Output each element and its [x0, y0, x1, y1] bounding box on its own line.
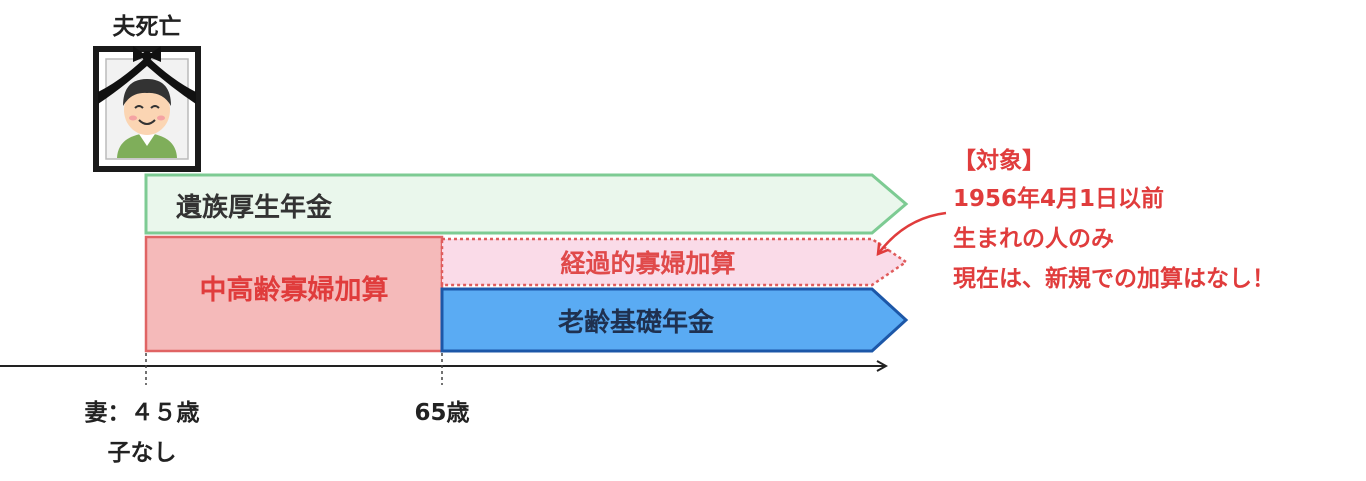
transitional-addition-label: 経過的寡婦加算: [560, 249, 735, 278]
transitional-addition-bar: [440, 237, 909, 287]
no-children-label: 子なし: [108, 440, 177, 466]
annotation-line-3: 現在は、新規での加算はなし！: [953, 265, 1275, 292]
annotation-pointer-arrow: [876, 211, 947, 256]
annotation-line-1: 1956年4月1日以前: [953, 185, 1164, 212]
eligibility-annotation: 【対象】 1956年4月1日以前 生まれの人のみ 現在は、新規での加算はなし！: [953, 147, 1275, 292]
age65-label: 65歳: [414, 400, 469, 426]
survivor-pension-bar: [144, 173, 909, 235]
old-age-basic-pension-label: 老齢基礎年金: [558, 307, 715, 338]
survivor-pension-label: 遺族厚生年金: [176, 192, 333, 223]
wife-age-label: 妻：４５歳: [85, 399, 200, 426]
widow-addition-label: 中高齢寡婦加算: [200, 274, 389, 306]
annotation-line-2: 生まれの人のみ: [953, 226, 1114, 252]
husband-death-label: 夫死亡: [113, 13, 182, 40]
annotation-heading: 【対象】: [953, 147, 1045, 174]
old-age-basic-pension-bar: [440, 287, 909, 353]
widow-addition-bar: [144, 235, 444, 353]
deceased-husband-portrait-icon: [93, 46, 201, 172]
